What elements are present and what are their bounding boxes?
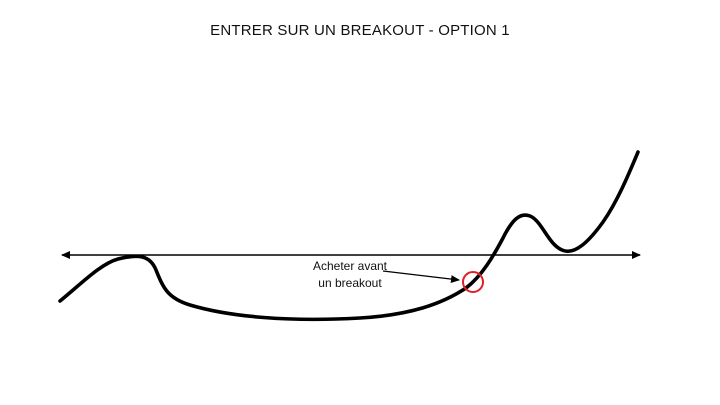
annotation-arrow [382,270,460,284]
annotation-label: Acheter avant un breakout [290,258,410,292]
price-curve [58,150,640,322]
buy-point-marker [462,271,484,293]
annotation-line-2: un breakout [318,276,382,290]
annotation-line-1: Acheter avant [312,259,388,273]
diagram-title: ENTRER SUR UN BREAKOUT - OPTION 1 [210,22,510,39]
